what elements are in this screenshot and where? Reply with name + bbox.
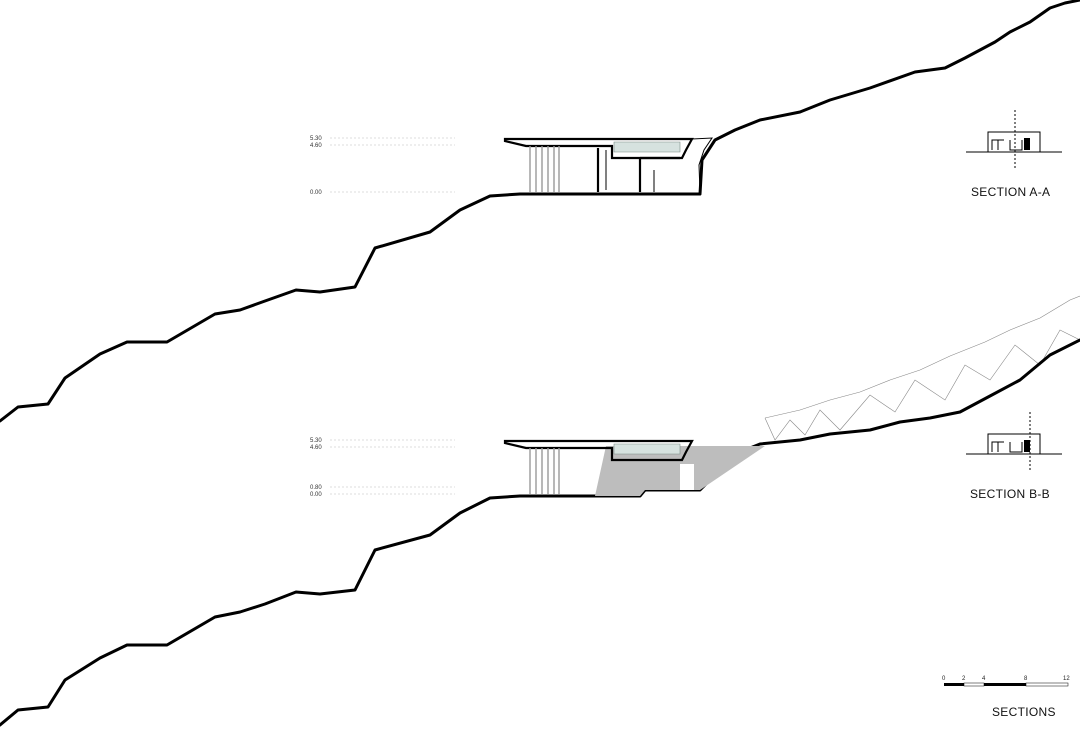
pool-water — [613, 443, 681, 455]
door-opening — [680, 464, 694, 490]
background-terrain — [764, 295, 1080, 419]
scale-bar: 0 2 4 8 12 — [942, 676, 1070, 687]
sheet-title: SECTIONS — [992, 705, 1056, 719]
scale-tick: 8 — [1024, 676, 1028, 682]
level-label: 4.60 — [310, 143, 322, 149]
background-terrain — [764, 329, 1080, 441]
building-section-b — [503, 439, 694, 494]
rock-face — [691, 137, 713, 193]
section-b-title: SECTION B-B — [970, 487, 1050, 501]
level-label: 5.30 — [310, 438, 322, 444]
section-a-title: SECTION A-A — [971, 185, 1050, 199]
level-label: 0.00 — [310, 190, 322, 196]
pool-water — [613, 141, 681, 153]
facade-fins — [529, 448, 560, 494]
scale-tick: 0 — [942, 676, 946, 682]
interior-partition — [638, 156, 680, 192]
level-label: 4.60 — [310, 445, 322, 451]
level-label: 0.80 — [310, 485, 322, 491]
key-plan-a — [966, 110, 1062, 170]
building-section-a — [503, 137, 713, 193]
scale-tick: 12 — [1063, 676, 1070, 682]
level-label: 0.00 — [310, 492, 322, 498]
level-label: 5.30 — [310, 136, 322, 142]
facade-fins — [529, 146, 560, 192]
scale-tick: 2 — [962, 676, 966, 682]
scale-tick: 4 — [982, 676, 986, 682]
terrain-profile — [0, 0, 1080, 423]
section-a-a: 5.30 4.60 0.00 — [0, 0, 1080, 423]
roof-slab — [503, 439, 694, 462]
key-plan-b — [966, 412, 1062, 472]
section-b-b: 5.30 4.60 0.80 0.00 — [0, 295, 1080, 727]
terrain-profile — [0, 338, 1080, 727]
